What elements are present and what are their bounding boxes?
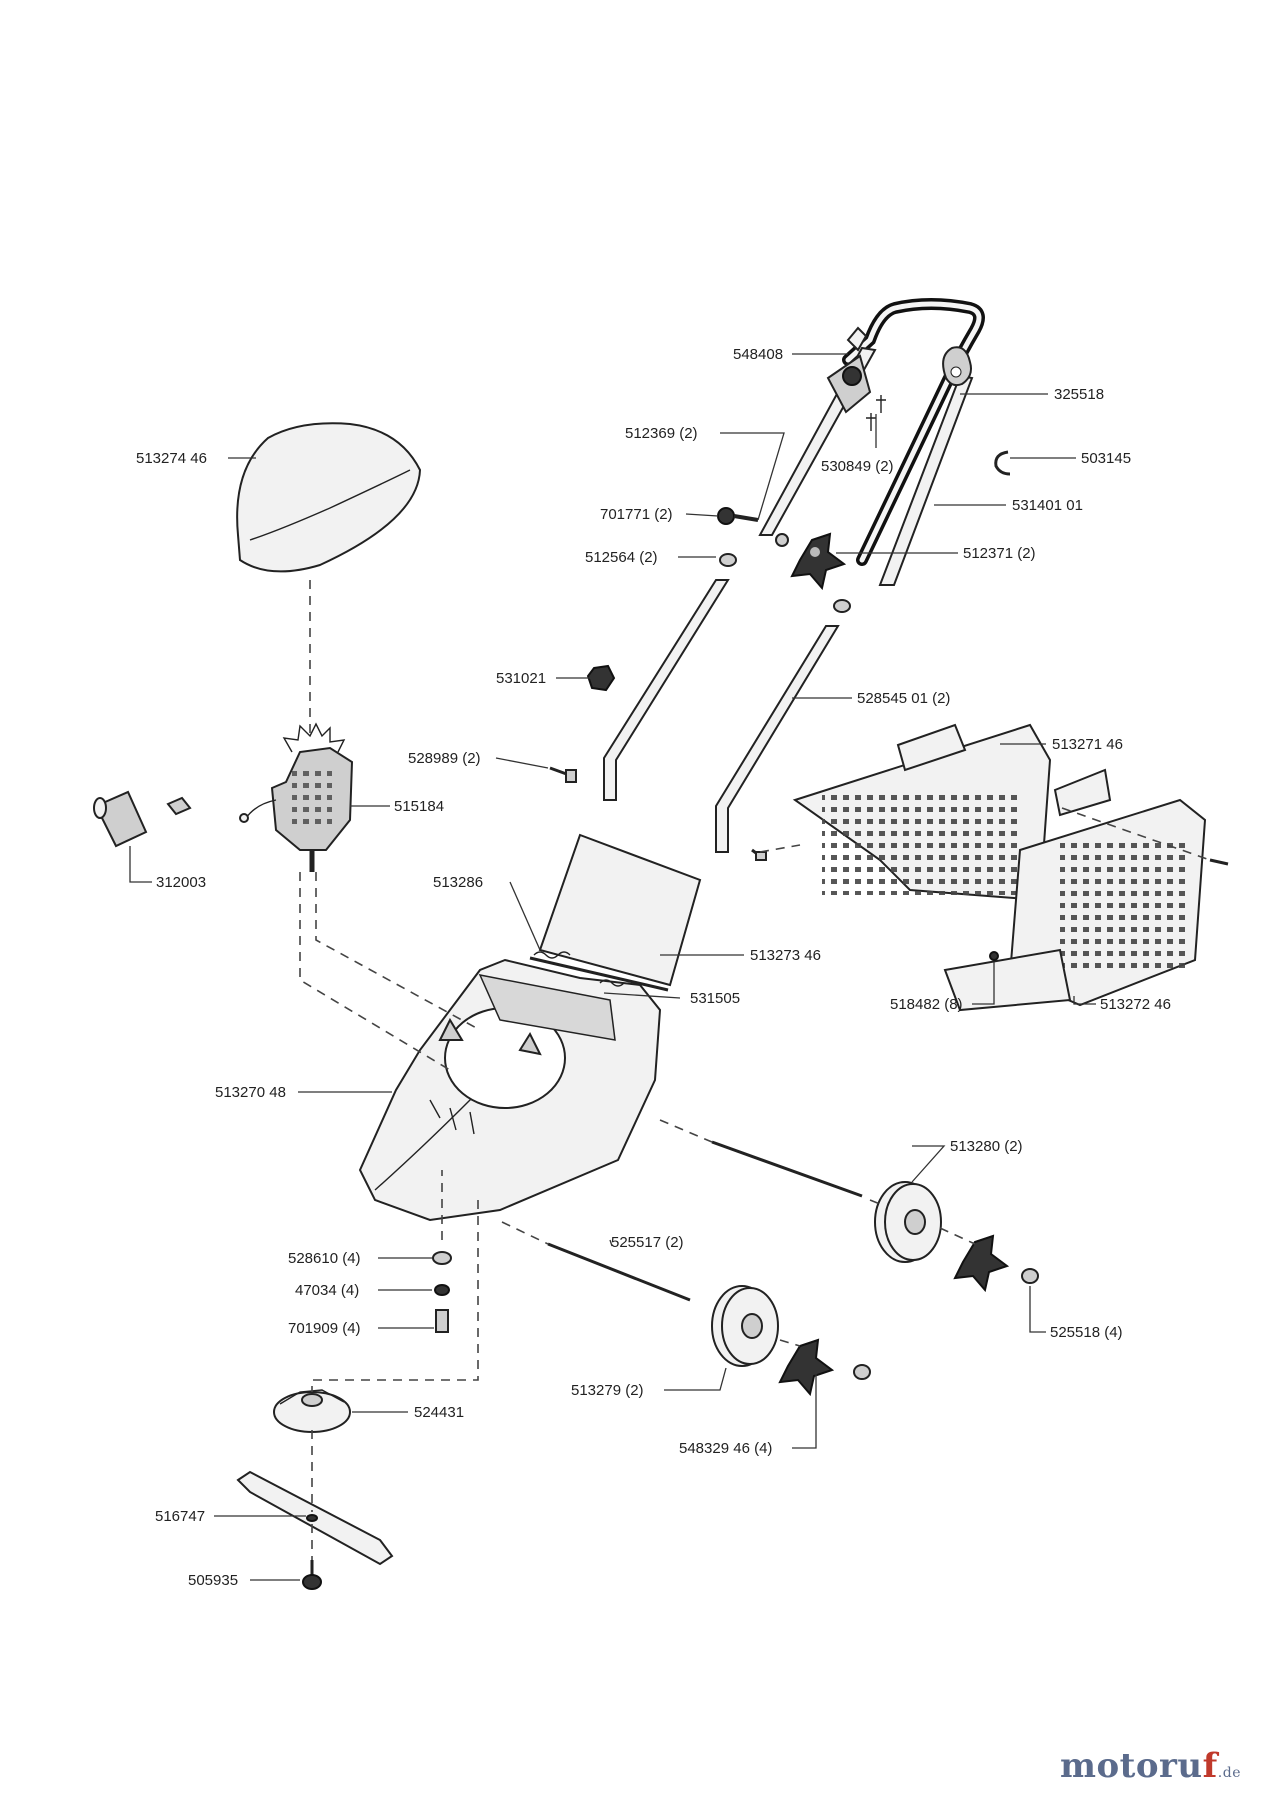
logo-main: motoru: [1059, 1746, 1203, 1786]
label-518482: 518482 (8): [890, 996, 963, 1013]
logo-tld: .de: [1217, 1765, 1241, 1781]
rear-cap: [1021, 1268, 1039, 1284]
rear-wheel-513280: [874, 1181, 942, 1263]
assembly-lines: [299, 580, 1211, 1560]
part-labels: 548408 325518 512369 (2) 530849 (2) 5031…: [136, 346, 1171, 1589]
grass-box-screw: [989, 858, 1229, 961]
label-516747: 516747: [155, 1508, 205, 1525]
label-701909: 701909 (4): [288, 1320, 361, 1337]
switch-box: [826, 326, 872, 414]
front-cap: [853, 1364, 871, 1380]
label-513272: 513272 46: [1100, 996, 1171, 1013]
clip-503145: [994, 450, 1011, 476]
label-528989: 528989 (2): [408, 750, 481, 767]
label-513280: 513280 (2): [950, 1138, 1023, 1155]
washer-47034: [434, 1284, 450, 1296]
motor-cover-513274: [236, 422, 422, 573]
label-512369: 512369 (2): [625, 425, 698, 442]
blade-bolt-505935: [302, 1560, 322, 1590]
label-525518: 525518 (4): [1050, 1324, 1123, 1341]
upper-handle: [758, 298, 985, 586]
motor-515184: [270, 722, 354, 872]
motoruf-logo: motoruf.de: [1060, 1746, 1241, 1786]
label-701771: 701771 (2): [600, 506, 673, 523]
cable-clip: [942, 346, 972, 387]
label-524431: 524431: [414, 1404, 464, 1421]
label-513279: 513279 (2): [571, 1382, 644, 1399]
label-512564: 512564 (2): [585, 549, 658, 566]
label-505935: 505935: [188, 1572, 238, 1589]
rear-knob: [953, 1234, 1010, 1293]
label-530849: 530849 (2): [821, 458, 894, 475]
label-528545: 528545 01 (2): [857, 690, 950, 707]
springs: [533, 951, 625, 987]
label-528610: 528610 (4): [288, 1250, 361, 1267]
label-513270: 513270 48: [215, 1084, 286, 1101]
small-screws: [866, 395, 886, 431]
label-513286: 513286: [433, 874, 483, 891]
capacitor-312003: [93, 790, 192, 848]
label-503145: 503145: [1081, 450, 1131, 467]
rear-axle: [711, 1140, 863, 1198]
grass-box-bottom-513272: [943, 768, 1207, 1012]
label-513271: 513271 46: [1052, 736, 1123, 753]
housing-513270: [358, 958, 662, 1222]
knob-512371: [790, 532, 847, 591]
lower-handle-tubes: [603, 579, 840, 853]
tube-caps: [719, 553, 851, 613]
front-knob: [778, 1338, 835, 1397]
label-513273: 513273 46: [750, 947, 821, 964]
screw-528989: [549, 766, 577, 783]
logo-accent: f: [1202, 1746, 1218, 1786]
label-548329: 548329 46 (4): [679, 1440, 772, 1457]
label-548408: 548408: [733, 346, 783, 363]
washer-528610: [432, 1251, 452, 1265]
label-47034: 47034 (4): [295, 1282, 359, 1299]
blade-516747: [236, 1470, 394, 1566]
label-515184: 515184: [394, 798, 444, 815]
fan-524431: [273, 1389, 351, 1433]
label-531505: 531505: [690, 990, 740, 1007]
label-513274: 513274 46: [136, 450, 207, 467]
label-525517: 525517 (2): [611, 1234, 684, 1251]
leader-lines: [129, 353, 1096, 1581]
label-312003: 312003: [156, 874, 206, 891]
label-531401: 531401 01: [1012, 497, 1083, 514]
label-325518: 325518: [1054, 386, 1104, 403]
label-512371: 512371 (2): [963, 545, 1036, 562]
front-wheel-513279: [711, 1285, 779, 1367]
label-531021: 531021: [496, 670, 546, 687]
front-axle: [547, 1242, 691, 1302]
grass-box-top-513271: [792, 723, 1052, 902]
chute-flap-513273: [529, 833, 702, 992]
nut-bracket-lower-handle: [775, 533, 789, 547]
nut-531021: [586, 664, 616, 692]
knob-bolt-701771: [717, 507, 759, 525]
bolt-701909: [435, 1309, 449, 1333]
motor-wires: [239, 799, 277, 823]
